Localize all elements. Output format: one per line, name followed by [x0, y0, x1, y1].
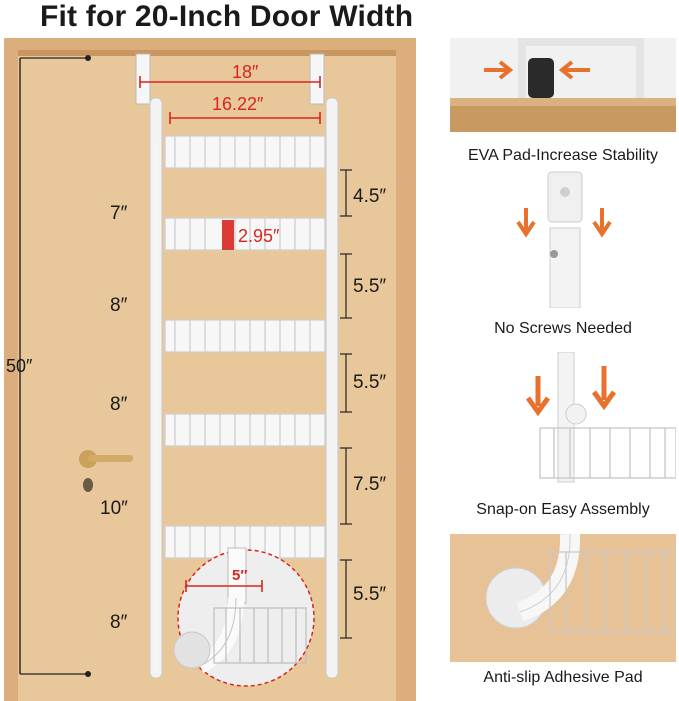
right-spacing-2: 5.5″: [353, 276, 387, 297]
snap-connector-icon: [516, 171, 612, 308]
feature-adhesive-pad-caption: Anti-slip Adhesive Pad: [483, 669, 643, 686]
basket-2: [164, 217, 326, 251]
adhesive-pad-icon: [450, 534, 676, 662]
eva-pad-icon: [450, 38, 676, 132]
feature-no-screws-caption: No Screws Needed: [494, 320, 632, 337]
feature-adhesive-pad: [450, 534, 676, 662]
right-spacing-3: 5.5″: [353, 372, 387, 393]
hook-width-label: 5″: [232, 567, 248, 584]
left-spacing-1: 7″: [110, 203, 128, 224]
left-spacing-3: 8″: [110, 394, 128, 415]
right-spacing-1: 4.5″: [353, 186, 387, 207]
right-spacing-4: 7.5″: [353, 474, 387, 495]
basket-4: [164, 413, 326, 447]
inner-width-label: 16.22″: [212, 94, 264, 114]
feature-eva-pad: [450, 38, 676, 132]
left-spacing-2: 8″: [110, 295, 128, 316]
basket-1: [164, 135, 326, 169]
right-spacing-5: 5.5″: [353, 584, 387, 605]
feature-snap-on-caption: Snap-on Easy Assembly: [476, 501, 650, 518]
left-spacing-4: 10″: [100, 498, 128, 519]
feature-no-screws: [450, 168, 676, 308]
basket-3: [164, 319, 326, 353]
door-illustration: [0, 38, 430, 701]
basket-snap-icon: [525, 352, 676, 483]
top-width-label: 18″: [232, 62, 259, 82]
page-title: Fit for 20-Inch Door Width: [40, 0, 414, 33]
feature-snap-on: [450, 352, 676, 490]
feature-eva-pad-caption: EVA Pad-Increase Stability: [467, 147, 659, 164]
total-height-label: 50″: [6, 356, 33, 376]
depth-label: 2.95″: [238, 226, 280, 246]
left-spacing-5: 8″: [110, 612, 128, 633]
